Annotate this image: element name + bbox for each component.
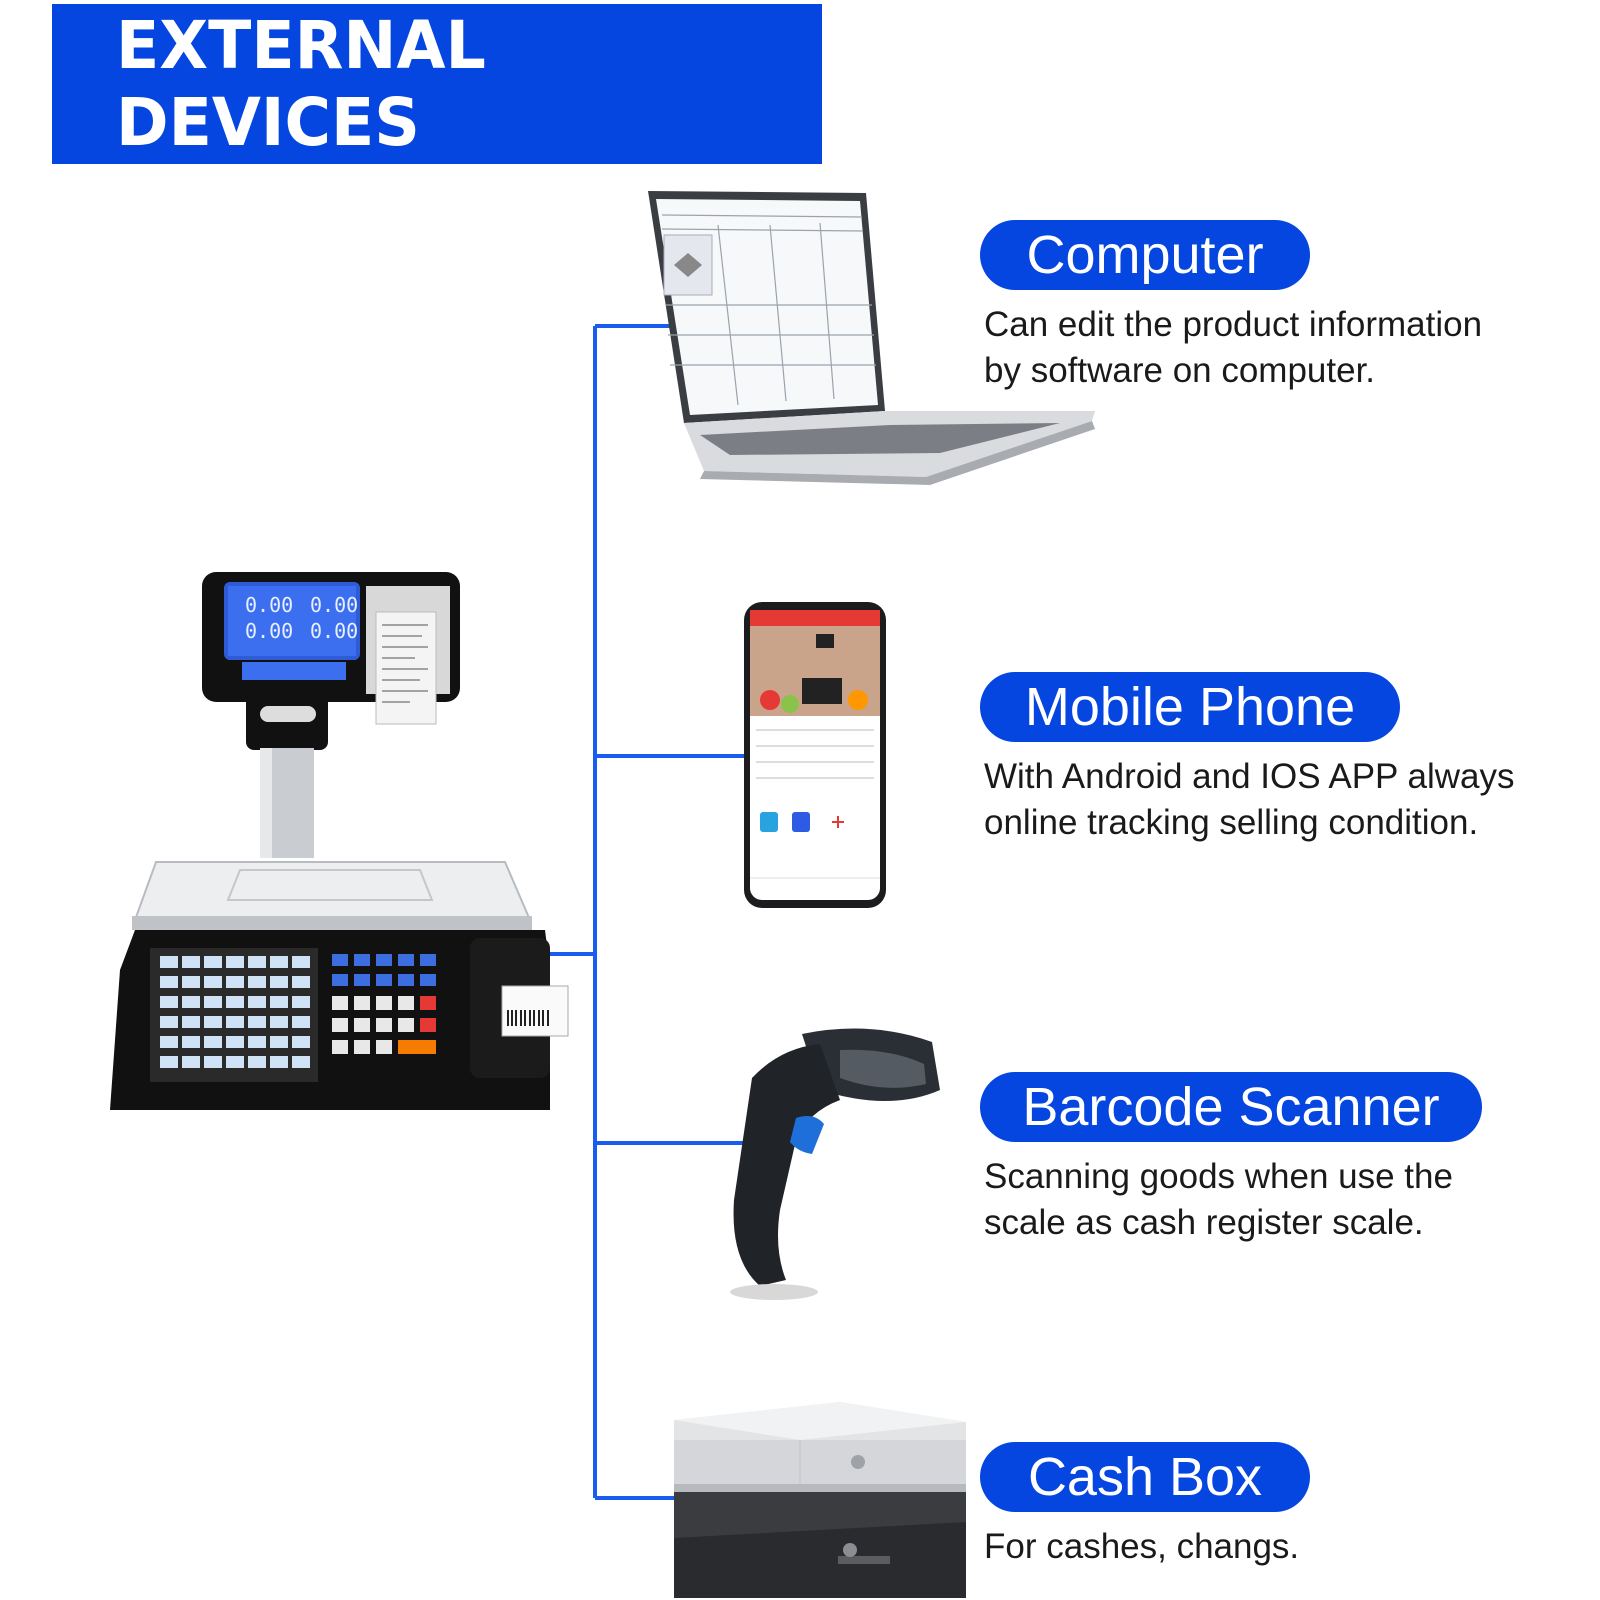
device-description-mobile-phone: With Android and IOS APP always online t…	[984, 754, 1514, 846]
description-line: online tracking selling condition.	[984, 803, 1479, 842]
barcode-scanner-icon	[730, 1028, 940, 1300]
device-description-cash-box: For cashes, changs.	[984, 1524, 1299, 1570]
description-line: Scanning goods when use the	[984, 1157, 1453, 1196]
svg-text:0.00: 0.00	[245, 593, 293, 617]
device-label-mobile-phone: Mobile Phone	[980, 672, 1400, 742]
laptop-icon	[648, 191, 1095, 485]
description-line: With Android and IOS APP always	[984, 757, 1515, 796]
device-label-text: Computer	[1026, 225, 1264, 285]
device-label-text: Barcode Scanner	[1022, 1077, 1440, 1137]
description-line: scale as cash register scale.	[984, 1203, 1424, 1242]
device-label-computer: Computer	[980, 220, 1310, 290]
description-line: by software on computer.	[984, 351, 1376, 390]
device-label-text: Mobile Phone	[1024, 677, 1356, 737]
page-title: EXTERNAL DEVICES	[116, 7, 486, 161]
description-line: Can edit the product information	[984, 305, 1483, 344]
device-label-cash-box: Cash Box	[980, 1442, 1310, 1512]
svg-text:0.00: 0.00	[310, 619, 358, 643]
title-banner: EXTERNAL DEVICES	[52, 4, 822, 164]
label-printing-scale-icon: 0.00 0.00 0.00 0.00	[110, 572, 569, 1110]
cash-drawer-icon	[674, 1402, 966, 1598]
svg-text:0.00: 0.00	[310, 593, 358, 617]
device-description-computer: Can edit the product information by soft…	[984, 302, 1482, 394]
device-label-text: Cash Box	[1027, 1447, 1263, 1507]
device-label-barcode-scanner: Barcode Scanner	[980, 1072, 1482, 1142]
svg-text:0.00: 0.00	[245, 619, 293, 643]
description-line: For cashes, changs.	[984, 1527, 1300, 1566]
device-description-barcode-scanner: Scanning goods when use the scale as cas…	[984, 1154, 1453, 1246]
smartphone-icon	[744, 602, 886, 908]
